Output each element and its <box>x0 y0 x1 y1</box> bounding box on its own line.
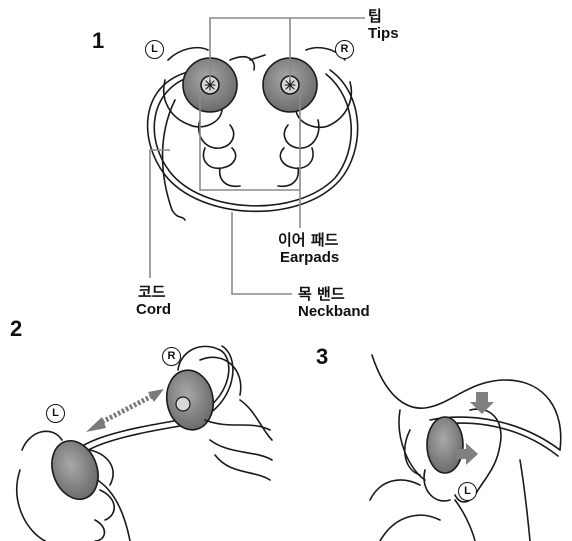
cord-3 <box>520 460 530 541</box>
step1-figure <box>148 48 358 220</box>
step2-figure <box>17 346 272 541</box>
left-side-mark-2: L <box>46 404 65 423</box>
neckband-label-ko: 목 밴드 <box>298 286 345 302</box>
cord <box>163 100 185 220</box>
step-number-2: 2 <box>10 318 22 340</box>
left-side-mark-1: L <box>145 40 164 59</box>
earpad-3 <box>427 417 463 473</box>
left-earpad-2 <box>44 434 106 505</box>
tips-label-en: Tips <box>368 26 399 42</box>
tips-label-ko: 팁 <box>368 8 382 24</box>
down-arrow <box>470 392 494 414</box>
step3-arrows <box>456 392 494 465</box>
neckband-label-en: Neckband <box>298 304 370 320</box>
earpads-label-en: Earpads <box>280 250 339 266</box>
earpads-label-ko: 이어 패드 <box>278 232 338 248</box>
earpads-leader <box>200 92 300 228</box>
cord-label-en: Cord <box>136 302 171 318</box>
step-number-1: 1 <box>92 30 104 52</box>
step3-figure <box>370 355 561 541</box>
right-side-mark-1: R <box>335 40 354 59</box>
step-number-3: 3 <box>316 346 328 368</box>
cord-label-ko: 코드 <box>138 284 166 300</box>
left-side-mark-3: L <box>458 482 477 501</box>
right-earpad-2 <box>162 366 218 433</box>
right-side-mark-2: R <box>162 347 181 366</box>
right-hand-2 <box>200 357 272 480</box>
